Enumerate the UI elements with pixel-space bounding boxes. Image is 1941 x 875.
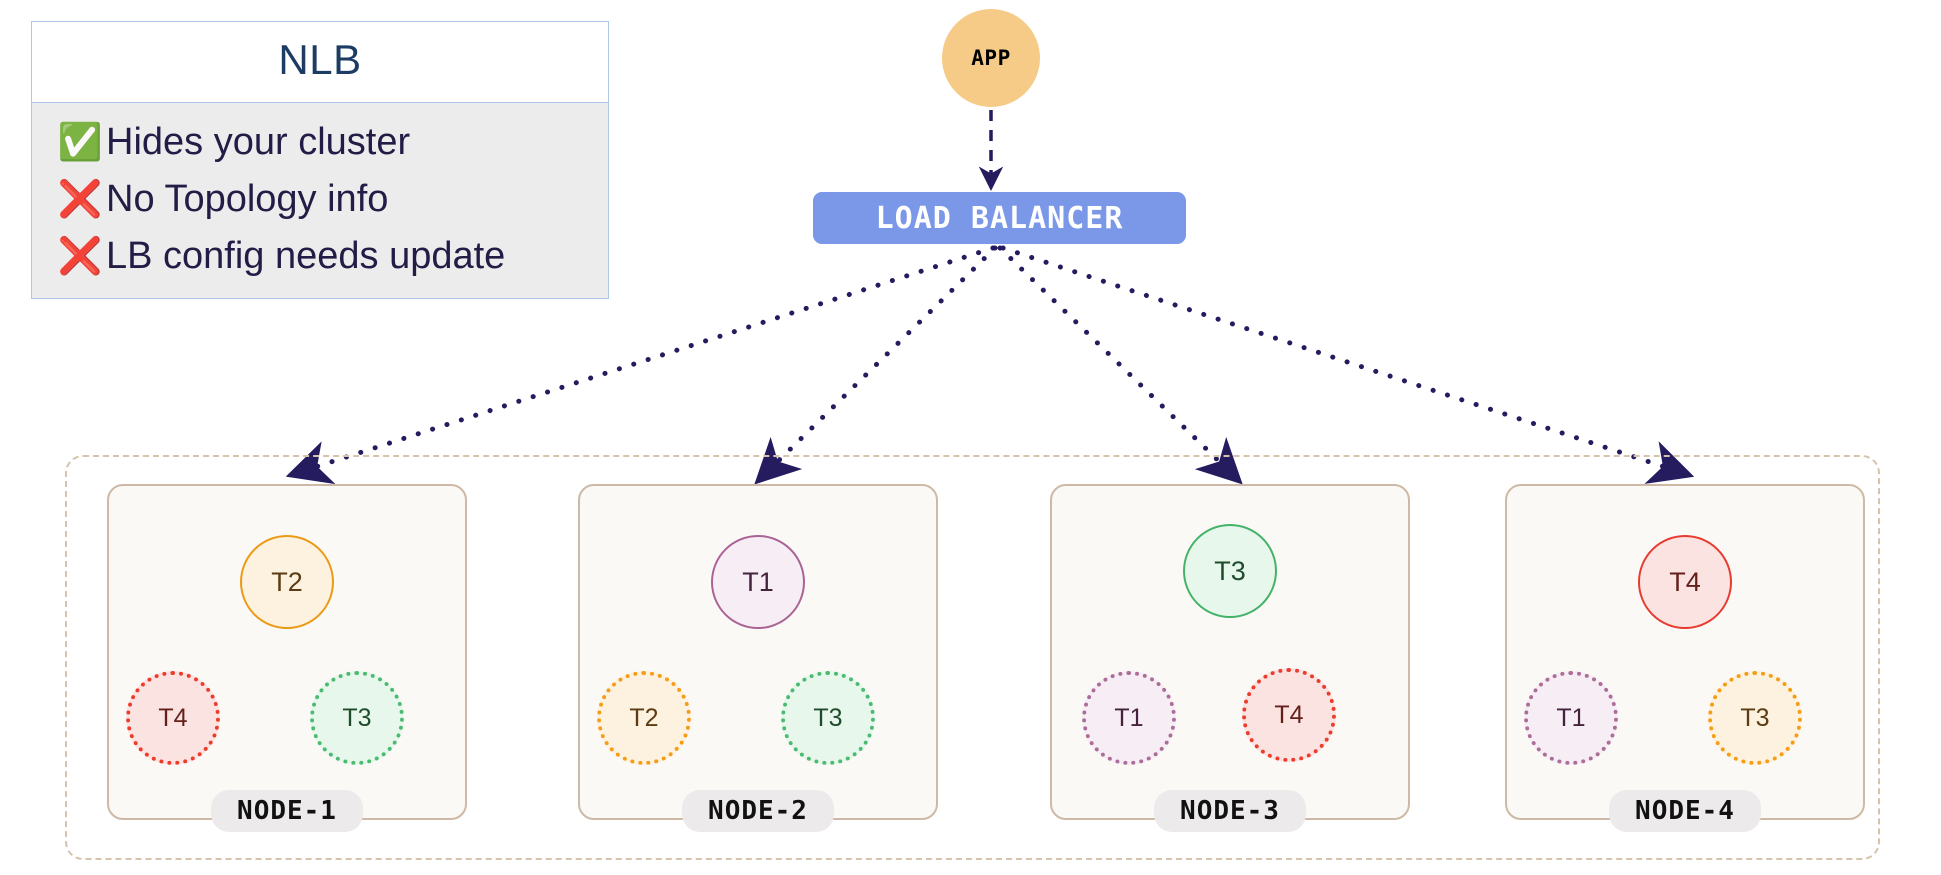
legend-row: ❌ No Topology info — [54, 170, 608, 227]
legend-row: ❌ LB config needs update — [54, 227, 608, 284]
node-name-badge: NODE-3 — [1154, 790, 1306, 832]
edge-lb-to-node-4 — [1000, 245, 1695, 484]
tenant-label: T2 — [271, 566, 303, 597]
tenant-replica-t3[interactable]: T3 — [781, 671, 875, 765]
tenant-primary-t3[interactable]: T3 — [1183, 524, 1277, 618]
cross-icon: ❌ — [57, 177, 103, 219]
check-icon: ✅ — [57, 120, 103, 162]
tenant-label: T3 — [813, 703, 843, 732]
node-box-4[interactable]: T4 T1 T3 NODE-4 — [1505, 484, 1865, 832]
tenant-label: T3 — [1740, 703, 1770, 732]
cross-icon: ❌ — [57, 234, 103, 276]
load-balancer-label: LOAD BALANCER — [875, 200, 1124, 236]
tenant-label: T4 — [158, 703, 188, 732]
tenant-label: T1 — [1556, 703, 1586, 732]
app-label: APP — [971, 46, 1011, 70]
tenant-primary-t4[interactable]: T4 — [1638, 535, 1732, 629]
tenant-replica-t2[interactable]: T2 — [597, 671, 691, 765]
edge-lb-to-node-2 — [754, 245, 998, 485]
node-box-2[interactable]: T1 T2 T3 NODE-2 — [578, 484, 938, 832]
app-node[interactable]: APP — [942, 9, 1040, 107]
nlb-legend-list: ✅ Hides your cluster ❌ No Topology info … — [32, 102, 608, 298]
tenant-label: T4 — [1274, 700, 1304, 729]
tenant-label: T4 — [1669, 566, 1701, 597]
tenant-replica-t1[interactable]: T1 — [1524, 671, 1618, 765]
node-box-3[interactable]: T3 T1 T4 NODE-3 — [1050, 484, 1410, 832]
legend-item-label: Hides your cluster — [106, 120, 411, 163]
node-name-badge: NODE-4 — [1609, 790, 1761, 832]
tenant-replica-t3[interactable]: T3 — [310, 671, 404, 765]
cluster-boundary — [65, 455, 1880, 860]
legend-item-label: No Topology info — [106, 177, 389, 220]
tenant-replica-t1[interactable]: T1 — [1082, 671, 1176, 765]
tenant-label: T1 — [742, 566, 774, 597]
node-name-badge: NODE-1 — [211, 790, 363, 832]
tenant-replica-t3[interactable]: T3 — [1708, 671, 1802, 765]
tenant-replica-t4[interactable]: T4 — [1242, 668, 1336, 762]
nlb-title: NLB — [32, 22, 608, 102]
legend-item-label: LB config needs update — [106, 234, 506, 277]
tenant-label: T1 — [1114, 703, 1144, 732]
tenant-label: T2 — [629, 703, 659, 732]
tenant-replica-t4[interactable]: T4 — [126, 671, 220, 765]
load-balancer-node[interactable]: LOAD BALANCER — [813, 192, 1186, 244]
legend-row: ✅ Hides your cluster — [54, 113, 608, 170]
nlb-legend-card: NLB ✅ Hides your cluster ❌ No Topology i… — [31, 21, 609, 299]
node-name-badge: NODE-2 — [682, 790, 834, 832]
tenant-primary-t2[interactable]: T2 — [240, 535, 334, 629]
tenant-primary-t1[interactable]: T1 — [711, 535, 805, 629]
node-box-1[interactable]: T2 T4 T3 NODE-1 — [107, 484, 467, 832]
edge-lb-to-node-3 — [997, 245, 1243, 485]
tenant-label: T3 — [342, 703, 372, 732]
tenant-label: T3 — [1214, 555, 1246, 586]
